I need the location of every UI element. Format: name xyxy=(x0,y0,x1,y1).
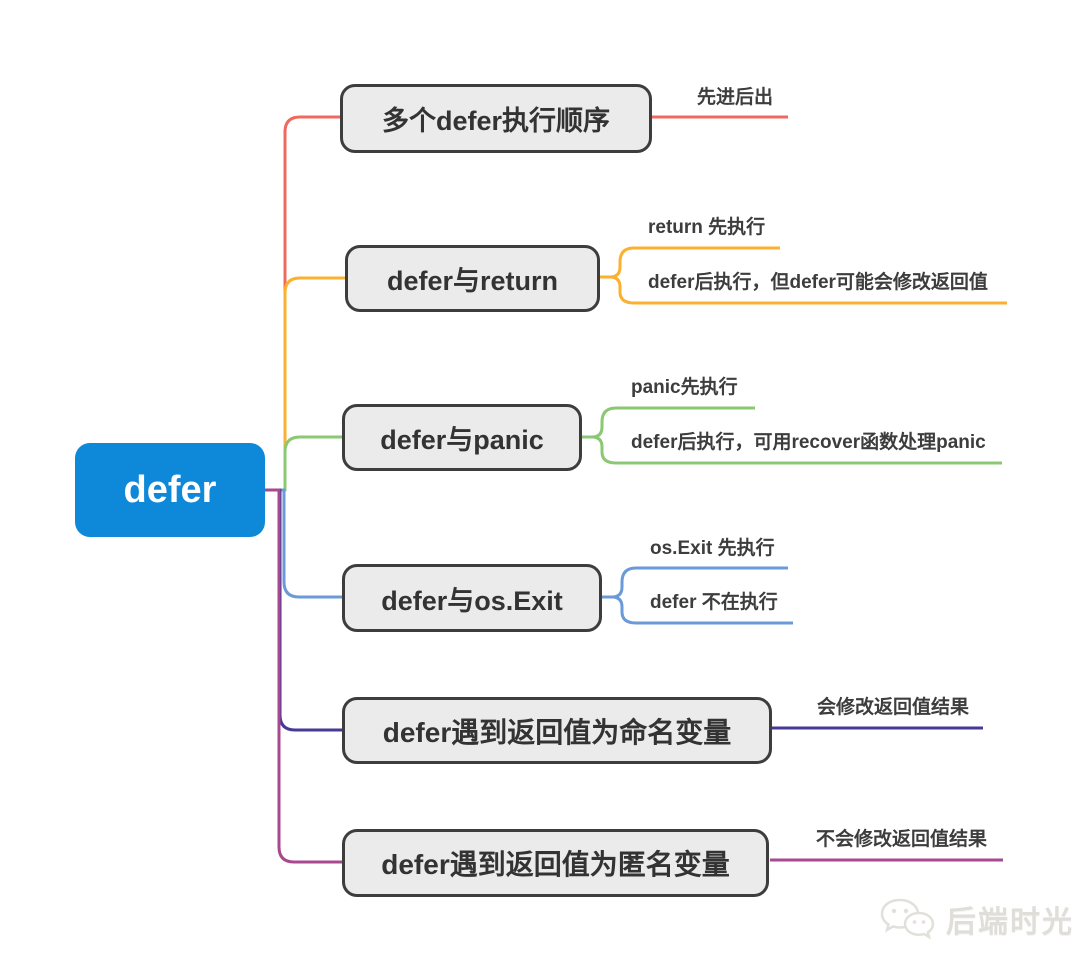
topic-box-named-return: defer遇到返回值为命名变量 xyxy=(342,697,772,764)
connector-defer-panic xyxy=(265,435,342,492)
topic-box-exec-order: 多个defer执行顺序 xyxy=(340,84,652,153)
watermark-label: 后端时光 xyxy=(946,906,1074,939)
topic-label: defer遇到返回值为命名变量 xyxy=(382,716,732,748)
topic-box-defer-panic: defer与panic xyxy=(342,404,582,471)
topic-label: defer遇到返回值为匿名变量 xyxy=(381,849,730,880)
topic-label: defer与os.Exit xyxy=(381,585,563,616)
leaf-label: defer 不在执行 xyxy=(650,592,778,613)
leaf-label: defer后执行，但defer可能会修改返回值 xyxy=(648,272,988,293)
connector-exec-order xyxy=(265,115,340,492)
leaf-label: panic先执行 xyxy=(631,377,738,398)
leaf-label: 先进后出 xyxy=(697,87,774,108)
topic-box-defer-return: defer与return xyxy=(345,245,600,312)
underline-defer-osexit-child-1 xyxy=(602,595,793,625)
root-node-label: defer xyxy=(123,468,217,511)
wechat-bubbles-icon xyxy=(880,898,935,940)
underline-defer-panic-child-1 xyxy=(582,435,1002,465)
leaf-label: return 先执行 xyxy=(648,217,766,238)
leaf-label: os.Exit 先执行 xyxy=(650,538,775,559)
topic-label: defer与panic xyxy=(380,425,544,455)
leaf-label: defer后执行，可用recover函数处理panic xyxy=(631,432,986,453)
topic-label: defer与return xyxy=(386,266,559,296)
topic-box-defer-osexit: defer与os.Exit xyxy=(342,564,602,632)
connector-defer-osexit xyxy=(265,488,342,599)
watermark: 后端时光 xyxy=(878,896,1074,942)
connector-named-return xyxy=(265,488,342,732)
root-node-defer: defer xyxy=(75,443,265,537)
leaf-label: 不会修改返回值结果 xyxy=(816,829,988,850)
underline-defer-return-child-1 xyxy=(600,275,1007,305)
connector-defer-return xyxy=(265,276,345,492)
topic-label: 多个defer执行顺序 xyxy=(381,106,611,136)
topic-box-anonymous-return: defer遇到返回值为匿名变量 xyxy=(342,829,769,897)
connector-anonymous-return xyxy=(265,488,342,864)
leaf-label: 会修改返回值结果 xyxy=(817,697,970,718)
